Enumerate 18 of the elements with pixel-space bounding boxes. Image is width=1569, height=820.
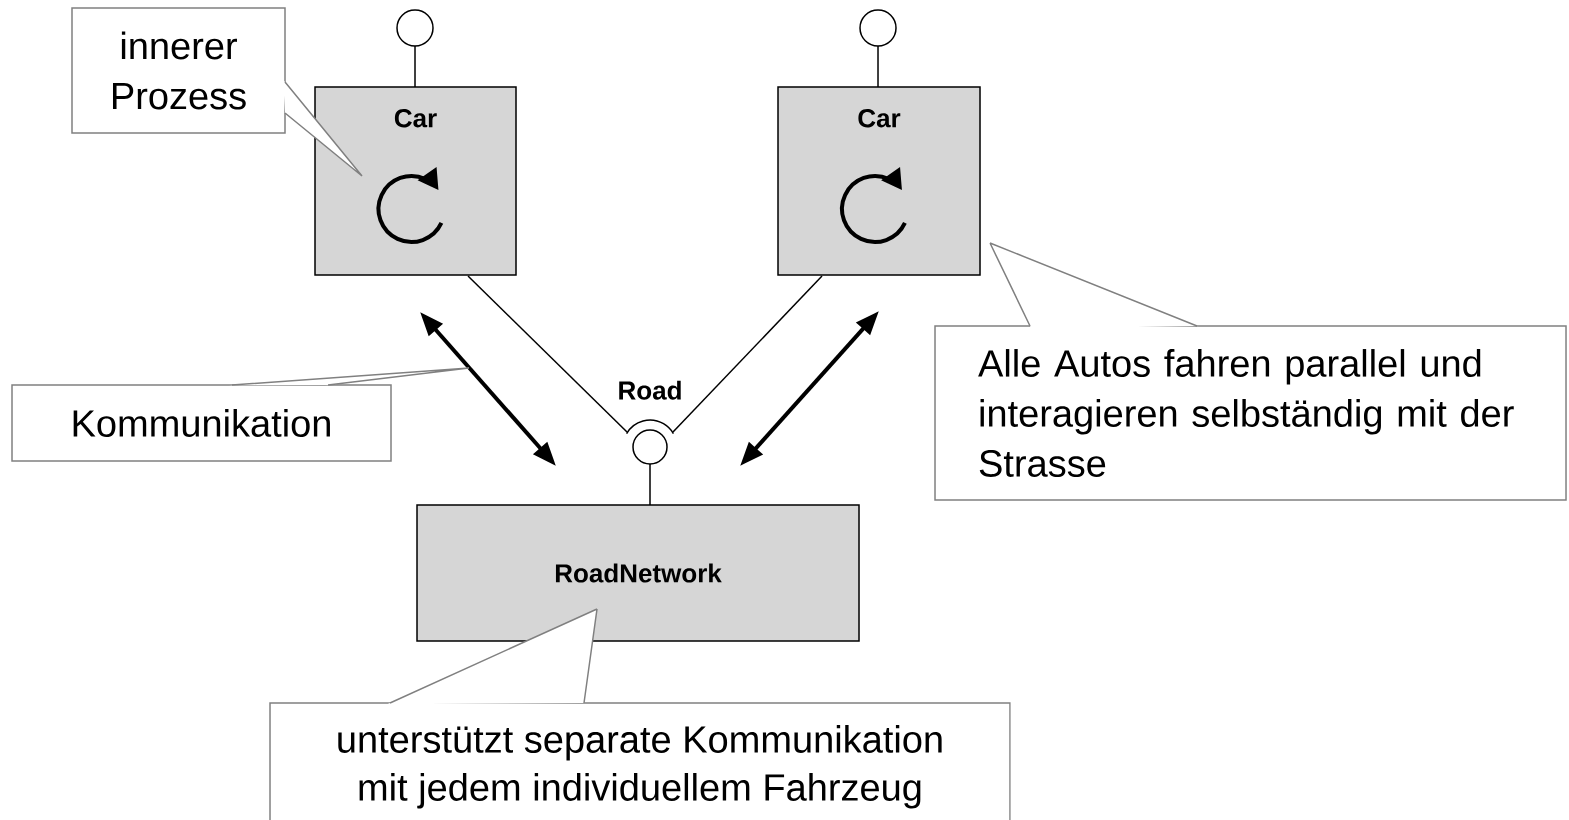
connector-line bbox=[414, 45, 416, 88]
component-box: RoadNetwork bbox=[416, 504, 860, 642]
connector-line bbox=[672, 275, 823, 433]
callout-pointer bbox=[387, 608, 598, 706]
component-box: Car bbox=[314, 86, 517, 276]
callout-pointer bbox=[989, 242, 1200, 329]
connector-line bbox=[649, 463, 651, 506]
callout-pointer bbox=[282, 79, 363, 177]
interface-circle bbox=[859, 9, 897, 47]
callout-box: unterstützt separate Kommunikation mit jedem individuellem Fahrzeug bbox=[269, 702, 1011, 820]
callout-box: innerer Prozess bbox=[71, 7, 286, 134]
interface-socket: Road bbox=[619, 380, 681, 465]
connector-line bbox=[467, 275, 628, 433]
component-box: Car bbox=[777, 86, 981, 276]
callout-pointer bbox=[229, 367, 470, 386]
node-label: Road bbox=[619, 380, 681, 400]
interface-circle bbox=[396, 9, 434, 47]
connector-line bbox=[877, 45, 879, 88]
